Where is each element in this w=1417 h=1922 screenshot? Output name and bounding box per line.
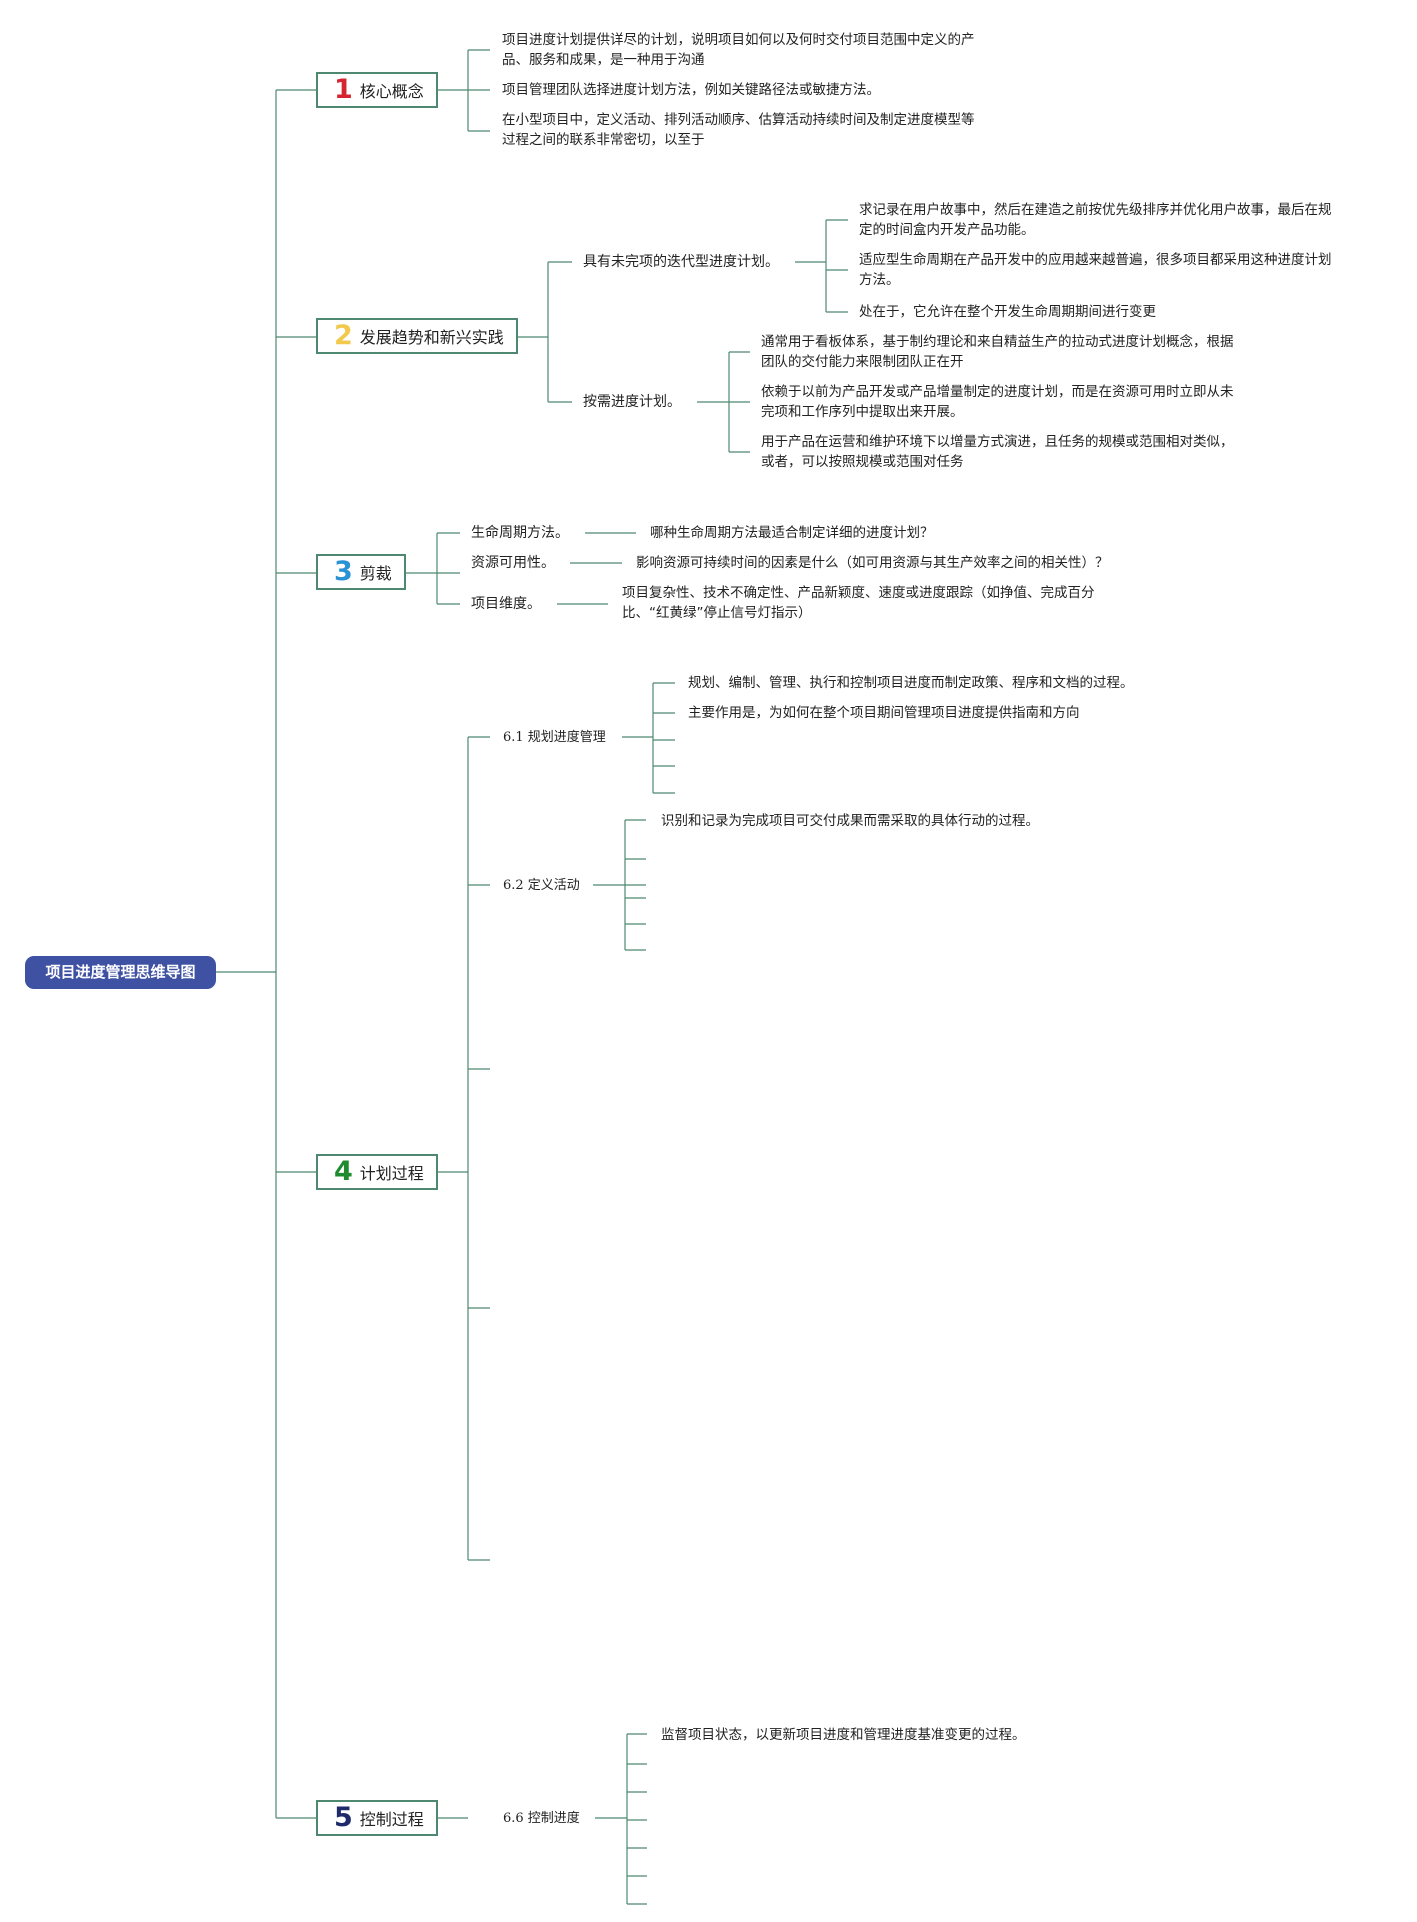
branch-node-tailoring[interactable]: 3 剪裁	[316, 554, 406, 590]
leaf-text[interactable]: 通常用于看板体系，基于制约理论和来自精益生产的拉动式进度计划概念，根据 团队的交…	[761, 334, 1234, 370]
leaf-text[interactable]: 项目管理团队选择进度计划方法，例如关键路径法或敏捷方法。	[502, 82, 880, 98]
sub-node[interactable]: 按需进度计划。	[583, 394, 681, 410]
sub-node[interactable]: 项目维度。	[471, 596, 541, 612]
branch-number: 4	[334, 1156, 353, 1187]
branch-label: 计划过程	[359, 1164, 424, 1183]
sub-node[interactable]: 6.1 规划进度管理	[503, 730, 606, 745]
sub-node[interactable]: 6.2 定义活动	[503, 878, 580, 893]
leaf-text[interactable]: 项目进度计划提供详尽的计划，说明项目如何以及何时交付项目范围中定义的产 品、服务…	[502, 32, 975, 68]
leaf-text[interactable]: 依赖于以前为产品开发或产品增量制定的进度计划，而是在资源可用时立即从未 完项和工…	[761, 384, 1234, 420]
leaf-text[interactable]: 用于产品在运营和维护环境下以增量方式演进，且任务的规模或范围相对类似， 或者，可…	[761, 434, 1234, 470]
branch-node-trends[interactable]: 2 发展趋势和新兴实践	[316, 318, 518, 354]
leaf-text[interactable]: 主要作用是，为如何在整个项目期间管理项目进度提供指南和方向	[688, 705, 1080, 721]
sub-node[interactable]: 生命周期方法。	[471, 525, 569, 541]
branch-number: 1	[334, 74, 353, 105]
sub-node[interactable]: 6.6 控制进度	[503, 1811, 580, 1826]
leaf-text[interactable]: 求记录在用户故事中，然后在建造之前按优先级排序并优化用户故事，最后在规 定的时间…	[859, 202, 1332, 238]
leaf-text[interactable]: 适应型生命周期在产品开发中的应用越来越普遍，很多项目都采用这种进度计划 方法。	[859, 252, 1332, 288]
sub-node[interactable]: 具有未完项的迭代型进度计划。	[583, 254, 779, 270]
branch-node-planning[interactable]: 4 计划过程	[316, 1154, 438, 1190]
branch-label: 控制过程	[359, 1810, 424, 1829]
branch-node-control[interactable]: 5 控制过程	[316, 1800, 438, 1836]
branch-label: 核心概念	[359, 82, 424, 101]
leaf-text[interactable]: 识别和记录为完成项目可交付成果而需采取的具体行动的过程。	[661, 813, 1039, 829]
leaf-text[interactable]: 处在于，它允许在整个开发生命周期期间进行变更	[859, 304, 1156, 320]
leaf-text[interactable]: 在小型项目中，定义活动、排列活动顺序、估算活动持续时间及制定进度模型等 过程之间…	[502, 112, 975, 148]
branch-node-core-concepts[interactable]: 1 核心概念	[316, 72, 438, 108]
leaf-text[interactable]: 规划、编制、管理、执行和控制项目进度而制定政策、程序和文档的过程。	[688, 675, 1134, 691]
leaf-text[interactable]: 项目复杂性、技术不确定性、产品新颖度、速度或进度跟踪（如挣值、完成百分 比、“红…	[622, 585, 1095, 621]
branch-number: 3	[334, 556, 353, 587]
branch-label: 剪裁	[359, 564, 392, 583]
branch-label: 发展趋势和新兴实践	[359, 328, 504, 347]
leaf-text[interactable]: 影响资源可持续时间的因素是什么（如可用资源与其生产效率之间的相关性）？	[636, 555, 1109, 571]
branch-number: 5	[334, 1802, 353, 1833]
sub-node[interactable]: 资源可用性。	[471, 555, 555, 571]
branch-number: 2	[334, 320, 353, 351]
root-node[interactable]: 项目进度管理思维导图	[25, 956, 216, 989]
leaf-text[interactable]: 哪种生命周期方法最适合制定详细的进度计划？	[650, 525, 934, 541]
leaf-text[interactable]: 监督项目状态，以更新项目进度和管理进度基准变更的过程。	[661, 1727, 1026, 1743]
